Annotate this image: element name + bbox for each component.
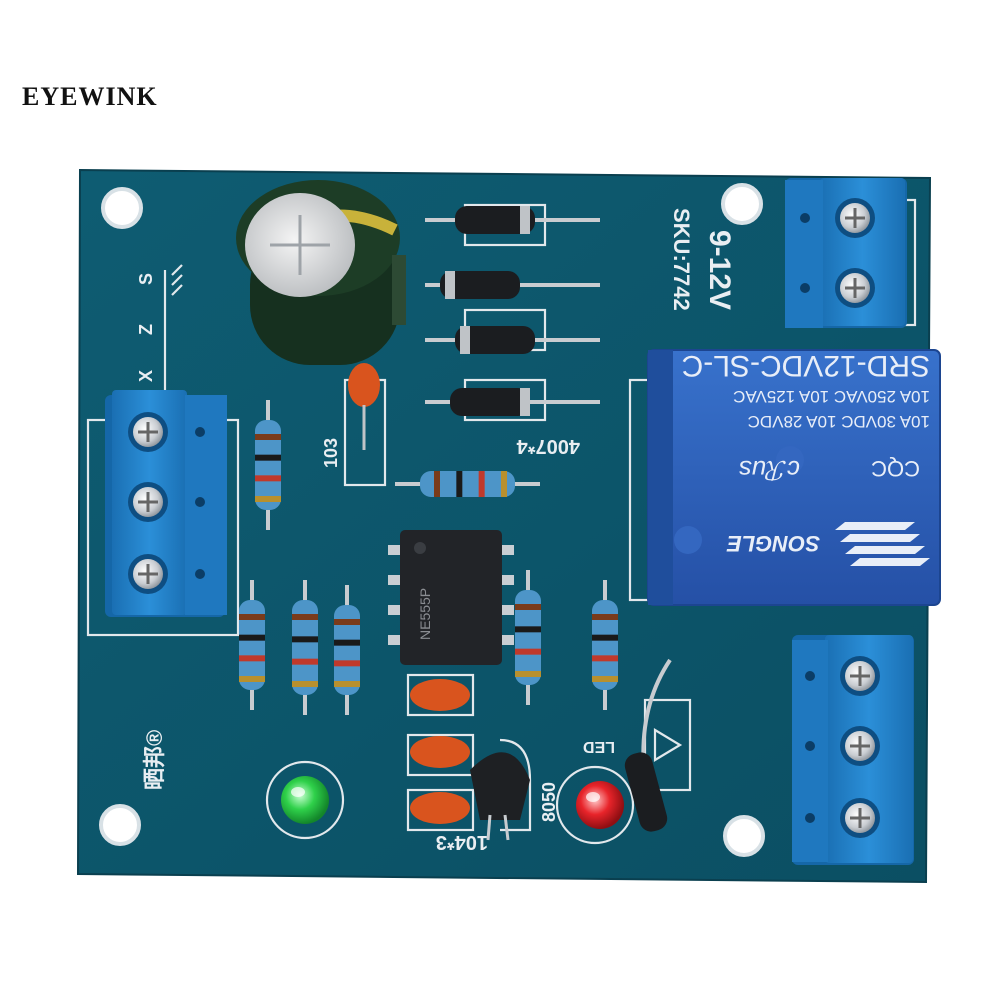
diode	[425, 388, 600, 416]
relay-rating-2: 10A 30VDC 10A 28VDC	[748, 412, 930, 431]
led-label: LED	[583, 738, 615, 755]
relay-cert: CQC	[871, 456, 920, 481]
ceramic-capacitors-104	[410, 679, 470, 824]
ceramic-capacitor	[410, 736, 470, 768]
resistors	[239, 400, 618, 715]
resistor	[292, 580, 318, 715]
input-label-s: S	[136, 273, 156, 285]
cap-group-label: 104*3	[436, 831, 488, 853]
mounting-hole	[99, 804, 141, 846]
maker-mark: 晒邦®	[142, 730, 167, 790]
diode-array	[425, 206, 600, 416]
transistor-8050	[470, 752, 530, 841]
transistor-label: 8050	[539, 782, 559, 822]
mounting-hole	[721, 183, 763, 225]
cap-label: 103	[321, 438, 341, 468]
ceramic-capacitor	[410, 792, 470, 824]
input-terminal-block	[105, 390, 227, 617]
resistor	[255, 400, 281, 530]
led-diode	[624, 658, 672, 832]
relay-brand: SONGLE	[726, 531, 820, 556]
resistor	[239, 580, 265, 710]
green-led	[281, 776, 329, 824]
power-terminal-block	[785, 178, 907, 328]
sku-label: SKU:7742	[669, 208, 694, 311]
output-terminal-block	[792, 635, 914, 865]
relay-ul-mark: cℛus	[739, 455, 800, 485]
voltage-label: 9-12V	[703, 230, 736, 310]
diode	[425, 271, 600, 299]
red-led	[576, 781, 624, 829]
chip-marking: NE555P	[417, 588, 433, 640]
mounting-hole	[101, 187, 143, 229]
ceramic-capacitor-103	[348, 363, 380, 450]
diode	[425, 206, 600, 234]
relay-rating-1: 10A 250VAC 10A 125VAC	[733, 387, 930, 406]
relay-markings: SRD-12VDC-SL-C 10A 250VAC 10A 125VAC 10A…	[682, 349, 930, 566]
ceramic-capacitor	[410, 679, 470, 711]
input-label-z: Z	[136, 324, 156, 335]
silkscreen-texts: S Z X 103 4007*4 SKU:7742 9-12V 104*3 80…	[136, 208, 736, 853]
songle-logo-icon	[835, 522, 930, 566]
input-label-x: X	[136, 370, 156, 382]
ne555-timer-chip	[388, 530, 514, 665]
relay-model: SRD-12VDC-SL-C	[682, 349, 930, 382]
resistor	[515, 570, 541, 705]
resistor	[395, 471, 540, 497]
resistor	[334, 585, 360, 715]
diode-label: 4007*4	[516, 435, 580, 457]
electrolytic-capacitor	[236, 180, 406, 365]
diode	[425, 326, 600, 354]
resistor	[592, 580, 618, 710]
mounting-hole	[723, 815, 765, 857]
brand-logo-text: EYEWINK	[22, 82, 158, 111]
